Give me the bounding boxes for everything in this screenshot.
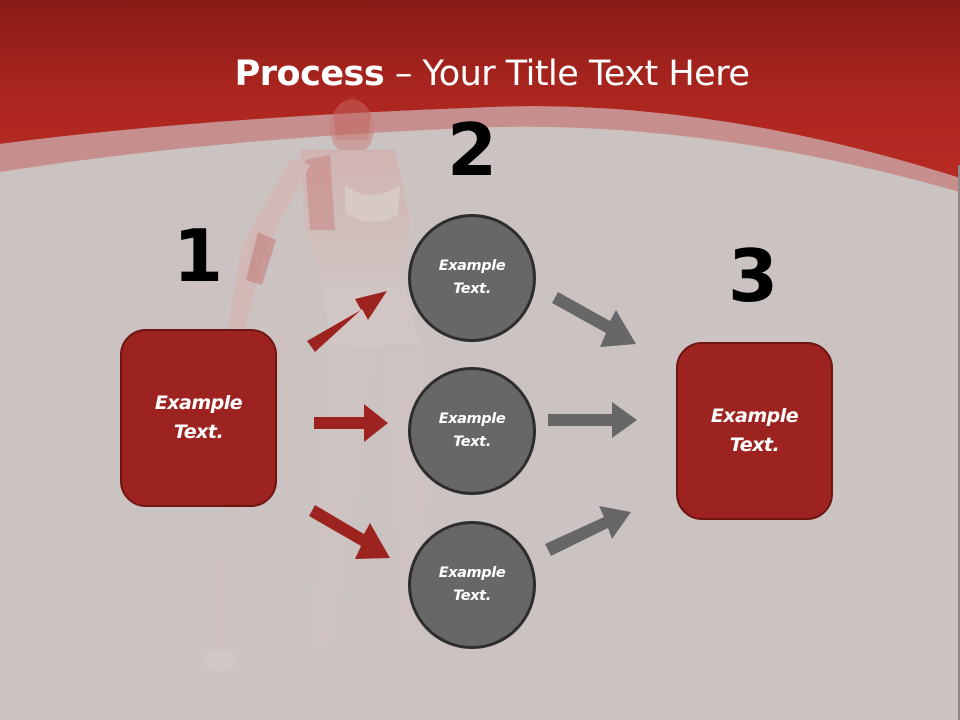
step-2-circle-top: Example Text. — [408, 214, 536, 342]
title-bold: Process — [234, 54, 385, 94]
circle-middle-label-line2: Text. — [453, 434, 491, 450]
title-rest: – Your Title Text Here — [384, 54, 750, 94]
red-arrow-right — [314, 404, 388, 442]
step-1-label-line1: Example — [154, 392, 243, 414]
circle-middle-label-line1: Example — [438, 411, 506, 427]
circle-bottom-label-line1: Example — [438, 565, 506, 581]
red-arrow-up-right — [307, 291, 387, 352]
slide-right-border — [958, 165, 960, 720]
circle-bottom-label-line2: Text. — [453, 588, 491, 604]
red-arrow-down-right — [309, 505, 390, 559]
gray-arrow-down-right — [552, 292, 636, 347]
gray-arrow-right — [548, 402, 637, 438]
gray-arrow-up-right — [545, 506, 631, 556]
slide-title: Process – Your Title Text Here — [0, 52, 960, 96]
step-2-circle-middle: Example Text. — [408, 367, 536, 495]
circle-top-label-line2: Text. — [453, 281, 491, 297]
step-number-1: 1 — [172, 214, 224, 298]
step-3-box: Example Text. — [676, 342, 833, 520]
step-1-box: Example Text. — [120, 329, 277, 507]
step-number-2: 2 — [446, 108, 498, 192]
step-number-3: 3 — [727, 234, 779, 318]
step-3-label-line1: Example — [710, 405, 799, 427]
step-2-circle-bottom: Example Text. — [408, 521, 536, 649]
circle-top-label-line1: Example — [438, 258, 506, 274]
step-3-label-line2: Text. — [729, 434, 780, 456]
step-1-label-line2: Text. — [173, 421, 224, 443]
